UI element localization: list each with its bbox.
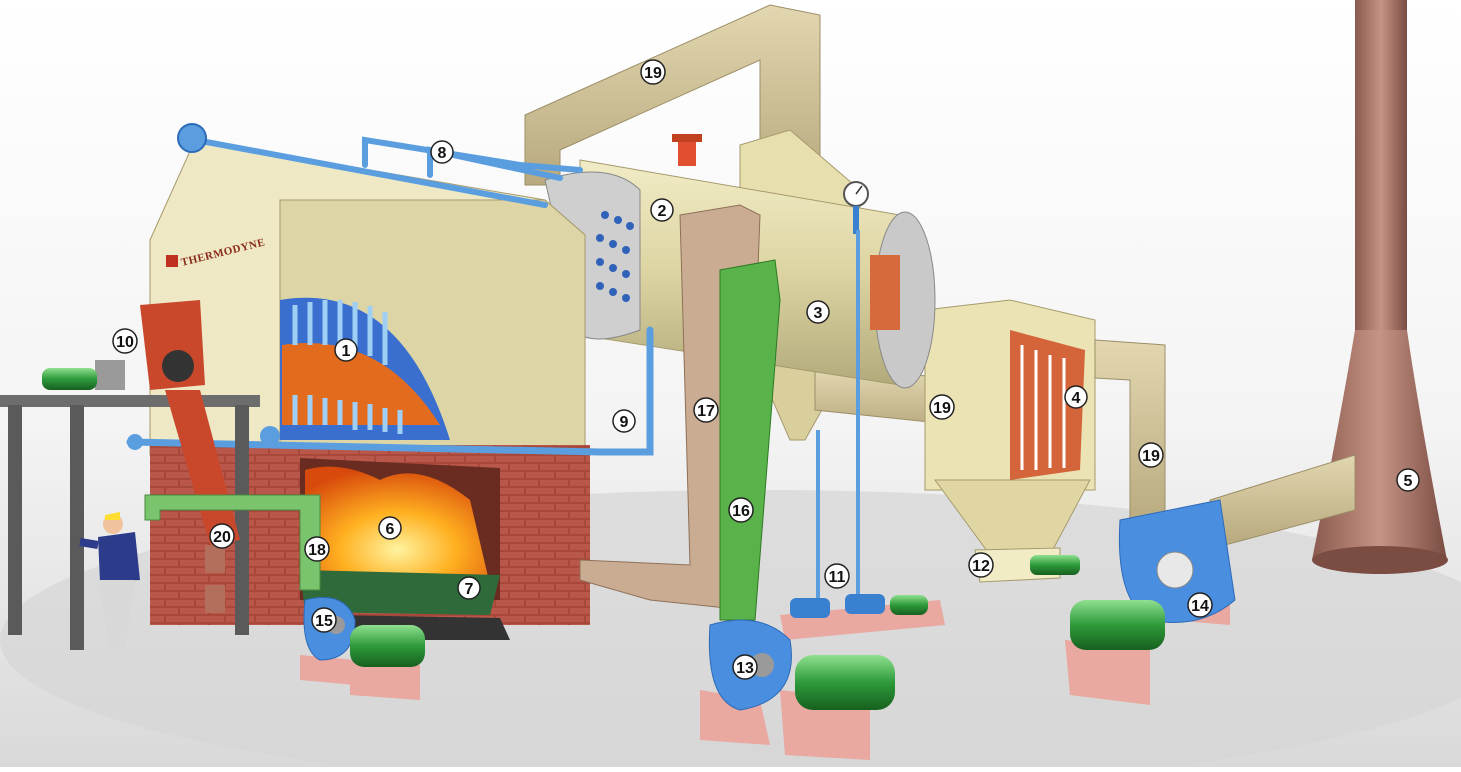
svg-text:14: 14 xyxy=(1191,598,1209,615)
svg-text:5: 5 xyxy=(1404,473,1413,490)
boiler-casing xyxy=(149,139,586,456)
coal-feeder xyxy=(0,300,260,650)
callout-18: 18 xyxy=(304,536,330,562)
svg-text:20: 20 xyxy=(213,529,231,546)
air-preheater xyxy=(924,299,1096,556)
callout-9: 9 xyxy=(612,409,636,433)
flue-duct-upper xyxy=(524,4,821,186)
svg-text:6: 6 xyxy=(386,521,395,538)
callout-10: 10 xyxy=(112,328,138,354)
svg-text:16: 16 xyxy=(732,503,750,520)
feeder-motor-icon xyxy=(42,368,97,390)
induced-draft-fan xyxy=(1065,499,1236,705)
svg-text:15: 15 xyxy=(315,613,333,630)
svg-text:9: 9 xyxy=(620,414,629,431)
callout-16: 16 xyxy=(728,497,754,523)
callout-8: 8 xyxy=(430,140,454,164)
secondary-air-fan xyxy=(300,597,425,700)
header-cap-icon xyxy=(260,426,280,446)
downcomer-pipes xyxy=(816,230,860,600)
callout-12: 12 xyxy=(968,552,994,578)
callout-20: 20 xyxy=(209,523,235,549)
secondary-air-duct xyxy=(144,494,321,591)
callout-6: 6 xyxy=(378,516,402,540)
chain-grate xyxy=(300,570,500,615)
callout-19-right: 19 xyxy=(1138,442,1164,468)
svg-text:13: 13 xyxy=(736,660,754,677)
callout-19-top: 19 xyxy=(640,59,666,85)
hot-air-duct xyxy=(579,204,761,611)
callout-17: 17 xyxy=(693,397,719,423)
feed-water-pumps xyxy=(780,594,945,640)
callout-19-middle: 19 xyxy=(929,394,955,420)
forced-air-duct xyxy=(719,259,781,621)
svg-text:12: 12 xyxy=(972,558,990,575)
callout-11: 11 xyxy=(824,563,850,589)
callout-7: 7 xyxy=(457,576,481,600)
svg-text:10: 10 xyxy=(116,334,134,351)
steam-valve-icon xyxy=(177,123,207,153)
svg-text:19: 19 xyxy=(644,65,662,82)
callout-14: 14 xyxy=(1187,592,1213,618)
svg-text:3: 3 xyxy=(814,305,823,322)
callout-13: 13 xyxy=(732,654,758,680)
svg-text:17: 17 xyxy=(697,403,715,420)
callout-15: 15 xyxy=(311,607,337,633)
callout-3: 3 xyxy=(806,300,830,324)
pressure-gauge-icon xyxy=(843,181,869,234)
callout-4: 4 xyxy=(1064,385,1088,409)
svg-text:7: 7 xyxy=(465,581,474,598)
callout-2: 2 xyxy=(650,198,674,222)
svg-text:4: 4 xyxy=(1072,390,1081,407)
safety-valve-icon xyxy=(672,134,702,166)
callout-1: 1 xyxy=(334,338,358,362)
svg-text:19: 19 xyxy=(933,400,951,417)
svg-text:11: 11 xyxy=(829,569,846,586)
operator-figure xyxy=(79,512,140,650)
svg-text:1: 1 xyxy=(342,343,351,360)
callout-labels: 1 2 3 4 5 6 7 8 9 10 11 12 13 14 15 16 1… xyxy=(112,59,1420,680)
callout-5: 5 xyxy=(1396,468,1420,492)
svg-text:8: 8 xyxy=(438,145,447,162)
svg-text:18: 18 xyxy=(308,542,326,559)
svg-text:19: 19 xyxy=(1142,448,1160,465)
svg-text:2: 2 xyxy=(658,203,667,220)
header-cap-icon xyxy=(127,434,143,450)
